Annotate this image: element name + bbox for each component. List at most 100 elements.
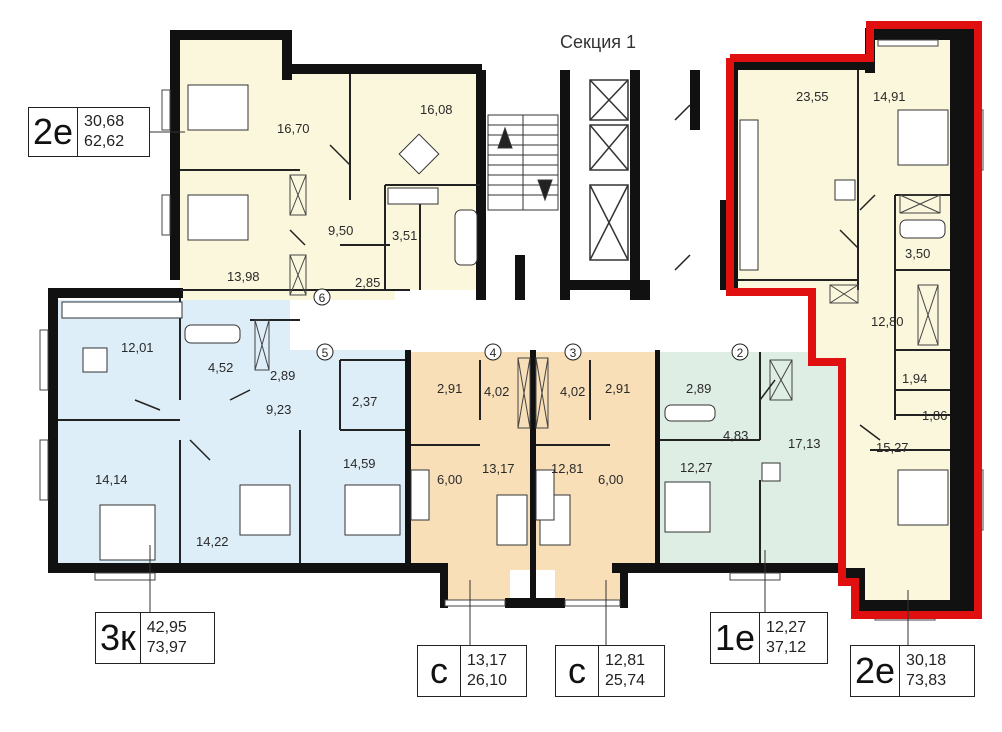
bed-icon: [344, 484, 401, 536]
living-area: 42,95: [146, 619, 187, 636]
room-area-label: 2,37: [352, 394, 377, 409]
room-area-label: 4,52: [208, 360, 233, 375]
bathtub-icon: [664, 404, 716, 422]
room-area-label: 6,00: [598, 472, 623, 487]
room-area-label: 13,17: [482, 461, 515, 476]
apartment-6-area[interactable]: [175, 40, 480, 300]
living-area: 12,27: [766, 619, 807, 636]
apartment-number-3: 3: [564, 343, 582, 361]
elevators: [589, 79, 629, 261]
room-area-label: 6,00: [437, 472, 462, 487]
room-area-label: 13,98: [227, 269, 260, 284]
sofa-icon: [496, 494, 528, 546]
svg-text:6: 6: [319, 291, 326, 305]
room-area-label: 4,83: [723, 428, 748, 443]
stairwell: [487, 114, 559, 211]
room-area-label: 16,70: [277, 121, 310, 136]
room-area-label: 4,02: [560, 384, 585, 399]
apartment-legend-6[interactable]: 2е 30,68 62,62: [28, 107, 150, 157]
table-icon: [82, 347, 108, 373]
ventilation-shafts: [254, 174, 941, 429]
room-area-label: 3,50: [905, 246, 930, 261]
svg-text:2: 2: [737, 346, 744, 360]
total-area: 37,12: [766, 639, 807, 656]
living-area: 12,81: [605, 652, 646, 669]
kitchen-counter-icon: [535, 469, 555, 521]
apartment-legend-4[interactable]: с 13,17 26,10: [417, 645, 527, 697]
bathtub-icon: [899, 219, 946, 239]
apartment-legend-3[interactable]: с 12,81 25,74: [555, 645, 665, 697]
room-area-label: 14,91: [873, 89, 906, 104]
apartment-number-4: 4: [484, 343, 502, 361]
room-area-label: 2,85: [355, 275, 380, 290]
room-area-label: 12,01: [121, 340, 154, 355]
bed-icon: [99, 504, 156, 561]
living-area: 13,17: [467, 652, 508, 669]
kitchen-counter-icon: [739, 119, 759, 271]
apartment-fills: [52, 28, 975, 612]
apartment-type: с: [418, 646, 461, 696]
room-area-label: 3,51: [392, 228, 417, 243]
room-area-label: 2,91: [437, 381, 462, 396]
common-corridor: [290, 300, 810, 350]
apartment-numbers: 6 5 4 3 2: [313, 288, 749, 361]
selected-apartment-outline: [726, 21, 982, 619]
room-area-label: 4,02: [484, 384, 509, 399]
apartment-type: 2е: [851, 646, 901, 696]
apartment-type: с: [556, 646, 599, 696]
room-area-label: 12,27: [680, 460, 713, 475]
apartment-number-5: 5: [316, 343, 334, 361]
room-area-label: 12,81: [551, 461, 584, 476]
apartment-legend-2[interactable]: 1е 12,27 37,12: [710, 612, 828, 664]
kitchen-counter-icon: [61, 301, 183, 319]
kitchen-counter-icon: [387, 187, 439, 205]
stair-up-arrow: [497, 126, 513, 149]
bathtub-icon: [184, 324, 241, 344]
table-icon: [834, 179, 856, 201]
table-icon: [398, 133, 440, 175]
doors: [134, 104, 881, 461]
room-area-label: 14,14: [95, 472, 128, 487]
room-area-label: 1,94: [902, 371, 927, 386]
room-area-label: 2,91: [605, 381, 630, 396]
room-area-label: 14,22: [196, 534, 229, 549]
apartment-type: 1е: [711, 613, 761, 663]
room-area-label: 17,13: [788, 436, 821, 451]
apartment-5-area[interactable]: [52, 300, 405, 570]
table-icon: [761, 462, 781, 482]
walls: [48, 28, 975, 614]
bed-icon: [187, 84, 249, 131]
bed-icon: [664, 481, 711, 533]
total-area: 62,62: [84, 133, 125, 150]
room-area-label: 23,55: [796, 89, 829, 104]
bed-icon: [239, 484, 291, 536]
living-area: 30,18: [906, 652, 947, 669]
legend-leader-lines: [149, 131, 909, 645]
bed-icon: [897, 469, 949, 526]
room-area-label: 9,50: [328, 223, 353, 238]
room-area-label: 16,08: [420, 102, 453, 117]
room-area-label: 9,23: [266, 402, 291, 417]
svg-text:5: 5: [322, 346, 329, 360]
total-area: 25,74: [605, 672, 646, 689]
section-title: Секция 1: [560, 32, 636, 52]
apartment-legend-1[interactable]: 2е 30,18 73,83: [850, 645, 975, 697]
svg-text:3: 3: [570, 346, 577, 360]
room-area-label: 1,86: [922, 408, 947, 423]
apartment-number-6: 6: [313, 288, 331, 306]
kitchen-counter-icon: [410, 469, 430, 521]
apartment-legend-5[interactable]: 3к 42,95 73,97: [95, 612, 215, 664]
living-area: 30,68: [84, 113, 125, 130]
apartment-1-area[interactable]: [735, 28, 975, 612]
stair-down-arrow: [537, 179, 553, 202]
furniture: [61, 84, 949, 561]
room-area-label: 12,80: [871, 314, 904, 329]
interior-walls: [58, 70, 950, 563]
room-area-labels: 16,70 16,08 9,50 3,51 13,98 2,85 12,01 4…: [95, 89, 947, 549]
room-area-label: 2,89: [270, 368, 295, 383]
svg-text:4: 4: [490, 346, 497, 360]
bed-icon: [187, 194, 249, 241]
bathtub-icon: [454, 209, 478, 266]
